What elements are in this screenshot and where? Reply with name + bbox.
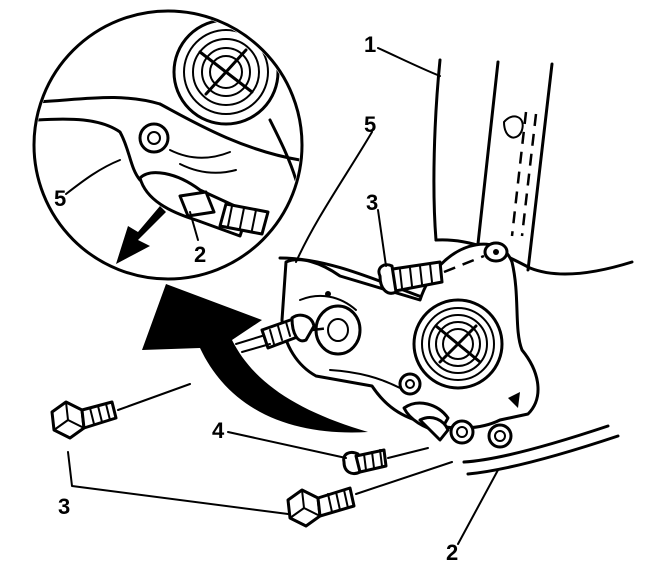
callout-1: 1 <box>364 32 376 57</box>
callout-3-lower: 3 <box>58 494 70 519</box>
rotation-arrow <box>142 284 368 433</box>
seat-back-frame <box>432 58 634 276</box>
callout-2-detail: 2 <box>194 242 206 267</box>
loose-bolt-upper <box>50 383 191 440</box>
leader-5-main <box>295 131 373 263</box>
loose-bolt-lower <box>286 461 453 528</box>
leader-lines <box>65 47 499 545</box>
callout-2-main: 2 <box>446 540 458 565</box>
callout-3-upper: 3 <box>366 190 378 215</box>
leader-2-main <box>457 469 499 545</box>
leader-5-detail <box>65 159 121 195</box>
leader-1 <box>377 47 441 77</box>
detail-view <box>32 9 304 281</box>
leader-3-upper <box>377 209 387 267</box>
leader-3-lower <box>67 451 289 515</box>
callout-4: 4 <box>212 418 225 443</box>
callout-labels: 1 5 3 5 2 4 3 2 <box>54 32 458 565</box>
upper-bolt <box>377 241 509 295</box>
callout-5-main: 5 <box>364 112 376 137</box>
spiral-spring <box>412 298 504 390</box>
leader-2-detail <box>189 211 199 241</box>
main-assembly <box>50 58 634 528</box>
pivot-bolt <box>235 313 331 353</box>
callout-5-detail: 5 <box>54 186 66 211</box>
loose-screw <box>342 447 429 476</box>
retaining-nuts <box>449 419 513 449</box>
leader-4 <box>227 431 347 459</box>
